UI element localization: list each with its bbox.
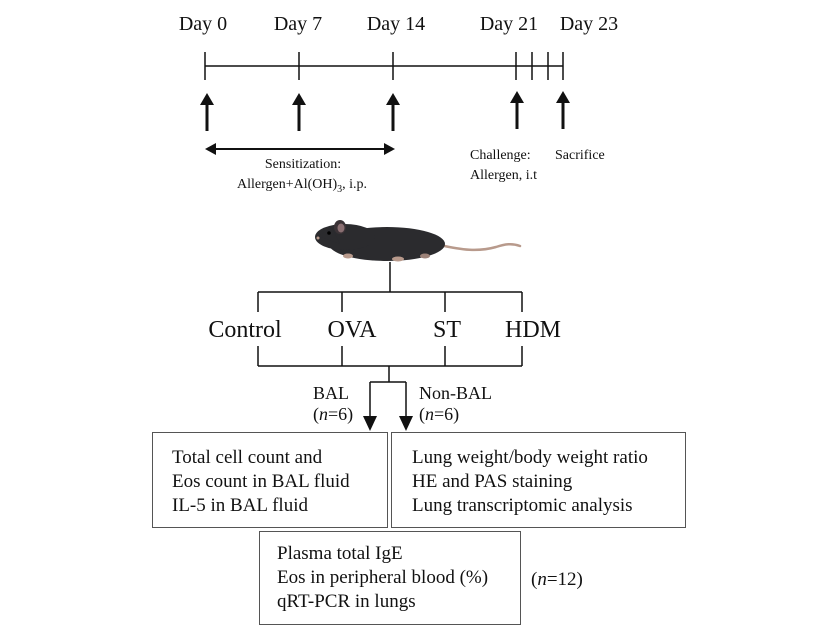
timeline-ticks: [204, 52, 564, 80]
day-label-21: Day 21: [480, 13, 538, 35]
blood-analysis-item: Eos in peripheral blood (%): [277, 567, 489, 588]
up-arrow-icon: [292, 93, 306, 131]
sensitization-range-arrow: [205, 143, 395, 155]
non-bal-label: Non-BAL: [419, 383, 492, 403]
bal-n-label: (n=6): [313, 404, 353, 425]
blood-analysis-item: Plasma total IgE: [277, 543, 403, 564]
bal-analysis-item: Eos count in BAL fluid: [172, 471, 350, 492]
day-label-0: Day 0: [179, 13, 227, 35]
group-label-hdm: HDM: [505, 317, 561, 343]
group-label-ova: OVA: [328, 317, 378, 343]
up-arrow-icon: [386, 93, 400, 131]
group-label-control: Control: [208, 317, 282, 343]
up-arrow-icon: [510, 91, 524, 129]
blood-analysis-box: Plasma total IgE Eos in peripheral blood…: [259, 531, 521, 625]
sensitization-detail: Allergen+Al(OH)3, i.p.: [237, 177, 367, 195]
non-bal-analysis-item: Lung weight/body weight ratio: [412, 447, 648, 468]
challenge-detail: Allergen, i.t: [470, 168, 537, 183]
up-arrow-icon: [556, 91, 570, 129]
non-bal-analysis-box: Lung weight/body weight ratio HE and PAS…: [391, 432, 686, 528]
non-bal-n-label: (n=6): [419, 404, 459, 425]
total-n-label: (n=12): [531, 569, 583, 590]
down-arrow-icon: [363, 416, 377, 431]
blood-analysis-item: qRT-PCR in lungs: [277, 591, 416, 612]
up-arrow-icon: [200, 93, 214, 131]
bal-analysis-item: Total cell count and: [172, 447, 323, 468]
challenge-label: Challenge:: [470, 148, 531, 163]
bal-analysis-box: Total cell count and Eos count in BAL fl…: [152, 432, 388, 528]
day-label-14: Day 14: [367, 13, 425, 35]
group-label-st: ST: [433, 317, 461, 343]
sacrifice-label: Sacrifice: [555, 148, 605, 163]
non-bal-analysis-item: Lung transcriptomic analysis: [412, 495, 633, 516]
non-bal-analysis-item: HE and PAS staining: [412, 471, 573, 492]
timeline: Day 0 Day 7 Day 14 Day 21 Day 23: [179, 13, 618, 195]
sensitization-title: Sensitization:: [265, 157, 341, 172]
group-bracket: [257, 262, 523, 418]
day-label-23: Day 23: [560, 13, 618, 35]
mouse-illustration: [315, 220, 522, 262]
bal-analysis-item: IL-5 in BAL fluid: [172, 495, 308, 516]
bal-label: BAL: [313, 383, 349, 403]
day-label-7: Day 7: [274, 13, 322, 35]
down-arrow-icon: [399, 416, 413, 431]
